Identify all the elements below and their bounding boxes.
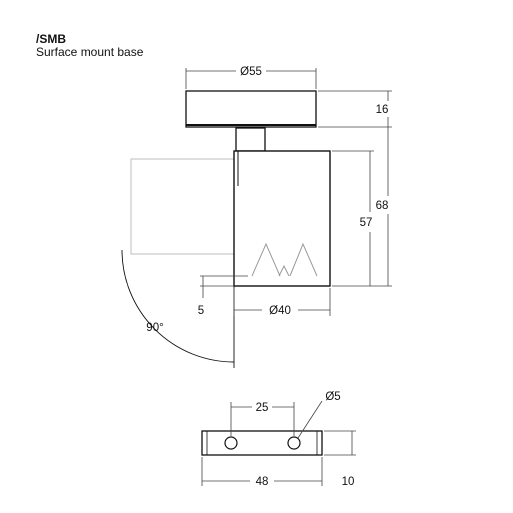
base-height-label: 16 — [376, 104, 389, 116]
base-diameter-label: Ø55 — [240, 66, 262, 78]
dimension-labels-side: Ø55 16 68 57 5 Ø40 90° — [146, 66, 388, 334]
mounting-plate — [201, 430, 323, 456]
product-description: Surface mount base — [36, 45, 144, 59]
overall-height-label: 68 — [376, 200, 389, 212]
product-code: /SMB — [36, 32, 66, 46]
mounting-hole-left — [224, 436, 238, 450]
mounting-hole-right — [287, 436, 301, 450]
plate-length-label: 48 — [256, 476, 269, 488]
hole-spacing-label: 25 — [256, 402, 269, 414]
rotation-arc — [121, 249, 235, 368]
spotlight-housing — [233, 150, 331, 287]
offset-label: 5 — [198, 305, 204, 317]
surface-mount-base — [185, 90, 317, 128]
dimension-labels-plate: 25 Ø5 48 10 — [256, 391, 355, 488]
hole-diameter-label: Ø5 — [325, 391, 340, 403]
stem — [235, 127, 266, 152]
body-diameter-label: Ø40 — [269, 305, 291, 317]
rotation-angle-label: 90° — [146, 322, 163, 334]
dimension-lines-plate — [201, 400, 356, 486]
dimension-lines — [185, 68, 392, 316]
body-height-label: 57 — [360, 217, 373, 229]
logo-mark — [251, 242, 318, 277]
plate-height-label: 10 — [342, 476, 355, 488]
